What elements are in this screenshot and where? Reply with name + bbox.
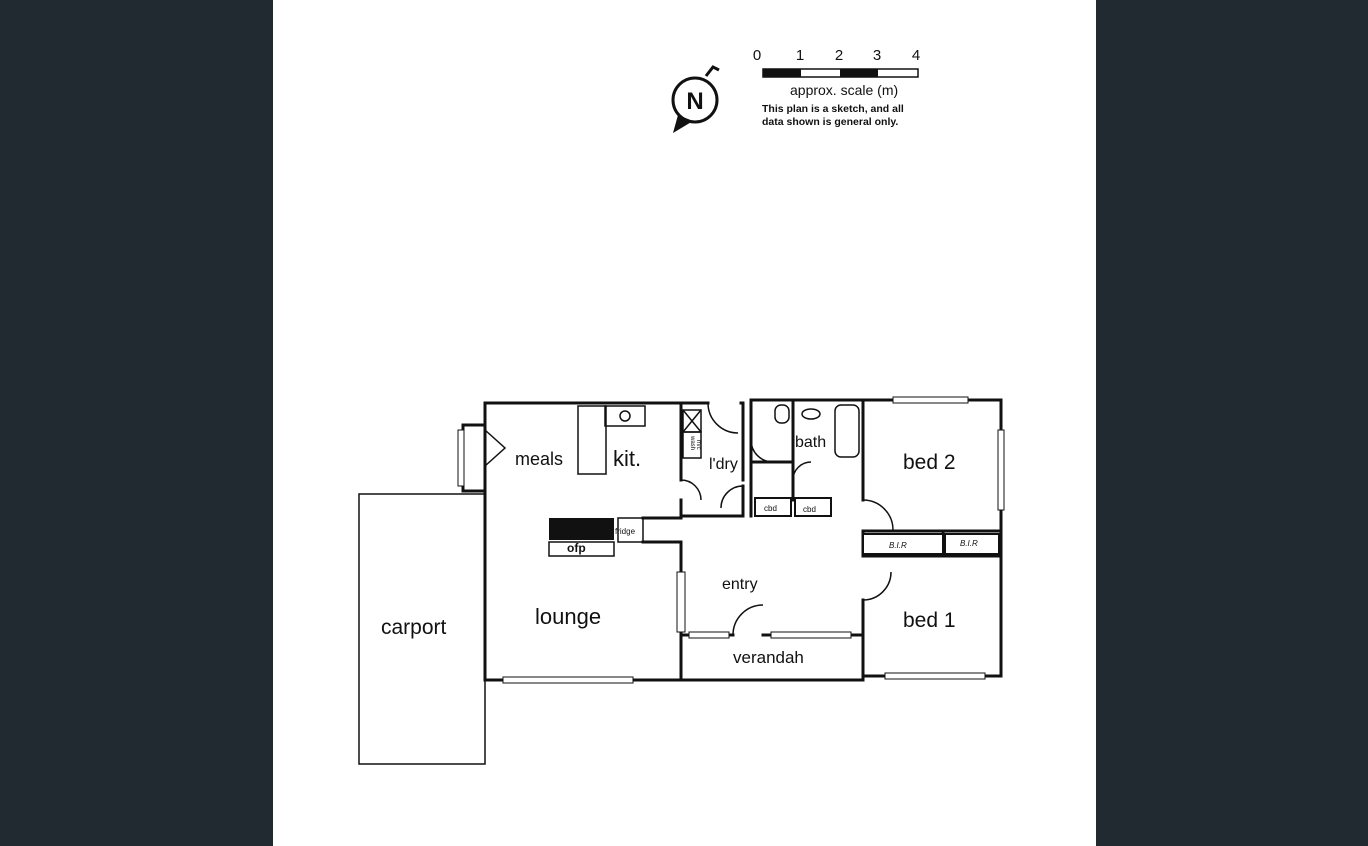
door-swing [750, 439, 774, 463]
north-arrow-icon: N [671, 65, 720, 133]
window-lounge-east [676, 571, 686, 633]
fixture-label-ofp: ofp [567, 541, 586, 555]
scale-bar-segment [763, 69, 801, 77]
kitchen-sink [604, 405, 646, 427]
room-label-entry: entry [722, 576, 758, 593]
room-label-laundry: l'dry [709, 456, 738, 473]
floor-plan: 0 1 2 3 4 approx. scale (m) This plan is… [358, 47, 1005, 765]
washing-machine [682, 431, 702, 459]
fridge-outline [617, 517, 644, 543]
fixture-label-bir-left: B.I.R [889, 541, 907, 550]
bay-door-swing [484, 429, 507, 467]
scale-tick-1: 1 [796, 47, 804, 64]
basin [801, 408, 821, 420]
built-in-robe-left [862, 533, 944, 555]
toilet [774, 404, 790, 424]
window-bay [457, 429, 465, 487]
built-in-robe-right [944, 533, 1000, 555]
scale-caption: approx. scale (m) [790, 82, 898, 98]
fixtures [548, 404, 860, 557]
scale-tick-2: 2 [835, 47, 843, 64]
floor-plan-sheet: 0 1 2 3 4 approx. scale (m) This plan is… [273, 0, 1096, 846]
fixture-label-wash: wash [689, 435, 695, 450]
room-labels: meals kit. l'dry bath bed 2 bed 1 entry … [381, 434, 956, 667]
scale-tick-3: 3 [873, 47, 881, 64]
kitchen-bench [577, 405, 607, 475]
door-swing [720, 485, 744, 509]
scale-bar: 0 1 2 3 4 approx. scale (m) This plan is… [753, 47, 920, 128]
room-label-bath: bath [795, 434, 826, 451]
fixture-label-fridge: fridge [615, 527, 636, 536]
open-fireplace [549, 518, 614, 540]
door-swing [707, 402, 739, 434]
fixture-label-cbd-left: cbd [764, 504, 777, 513]
fixture-labels: fridge ofp cbd cbd B.I.R B.I.R wash m/c [567, 435, 978, 555]
door-swing [680, 479, 702, 501]
fixture-label-cbd-right: cbd [803, 505, 816, 514]
fixture-label-bir-right: B.I.R [960, 539, 978, 548]
north-letter: N [686, 88, 703, 115]
scale-tick-0: 0 [753, 47, 761, 64]
room-label-meals: meals [515, 449, 563, 469]
door-swing [732, 604, 764, 636]
window-bed1-south [884, 672, 986, 680]
room-label-bed1: bed 1 [903, 609, 956, 632]
room-label-verandah: verandah [733, 648, 804, 667]
window-lounge-south [502, 676, 634, 684]
room-label-kitchen: kit. [613, 446, 641, 471]
fireplace-hearth [548, 541, 615, 557]
door-swing [862, 571, 892, 601]
window-entry [688, 631, 730, 639]
bathtub [834, 404, 860, 458]
scale-tick-4: 4 [912, 47, 920, 64]
window-bed2-east [997, 429, 1005, 511]
room-label-lounge: lounge [535, 604, 601, 629]
fixture-label-wash-mc: m/c [695, 440, 701, 450]
door-swing [862, 499, 894, 531]
window-bed2-north [892, 396, 969, 404]
scale-bar-segment [840, 69, 878, 77]
window-verandah [770, 631, 852, 639]
room-label-carport: carport [381, 616, 447, 639]
door-swing [792, 461, 812, 481]
cupboard-right [794, 497, 832, 517]
scale-note-line1: This plan is a sketch, and all [762, 103, 904, 115]
scale-note-line2: data shown is general only. [762, 116, 898, 128]
room-label-bed2: bed 2 [903, 451, 956, 474]
cupboard-left [754, 497, 792, 517]
